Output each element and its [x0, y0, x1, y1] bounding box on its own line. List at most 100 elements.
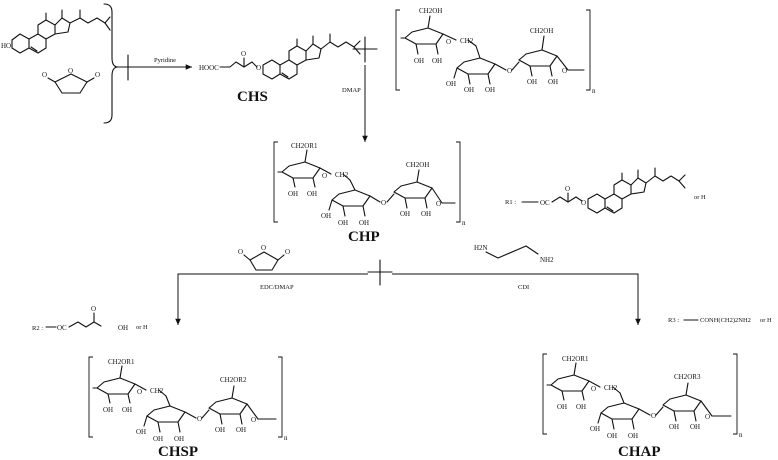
- glycosidic-oxygen-label: O: [562, 67, 567, 75]
- r3-label: R3 :: [668, 317, 679, 324]
- reagent-edc-dmap: EDC/DMAP: [260, 284, 294, 291]
- carbonyl-oxygen-label: O: [565, 185, 570, 193]
- compound-label-chs: CHS: [237, 89, 268, 105]
- bridge-oxygen-label: O: [651, 412, 656, 420]
- compound-label-chap: CHAP: [618, 444, 661, 460]
- hydroxyl-label: OH: [288, 190, 298, 198]
- r3-definition: R3 : CONH(CH2)2NH2 or H: [668, 317, 772, 324]
- hydroxyl-label: OH: [414, 57, 424, 65]
- chap-structure: CH2OR1 OH OH O CH2 OH OH OH O CH2OR3 OH …: [542, 353, 743, 440]
- repeat-index-n: n: [462, 219, 466, 227]
- hooc-label: HOOC: [199, 64, 219, 72]
- chp-structure: CH2OR1 OH OH O CH2 OH OH OH O CH2OH OH O…: [273, 141, 466, 227]
- ch2-label: CH2: [150, 387, 164, 395]
- r3-alternative-h: or H: [760, 317, 772, 324]
- ch2or1-label: CH2OR1: [291, 142, 318, 150]
- reagent-cdi: CDI: [518, 284, 529, 291]
- pullulan-structure: CH2OH OH OH O CH2 OH OH OH O CH2OH OH OH…: [395, 7, 596, 95]
- ch2-label: CH2: [335, 171, 349, 179]
- r3-group: CONH(CH2)2NH2: [700, 317, 751, 324]
- hydroxyl-label: OH: [307, 190, 317, 198]
- hydroxyl-label: OH: [338, 219, 348, 227]
- r2-label: R2 :: [32, 325, 43, 332]
- bridge-oxygen-label: O: [197, 415, 202, 423]
- bridge-oxygen-label: O: [591, 385, 596, 393]
- repeat-index-n: n: [739, 431, 743, 439]
- carbonyl-oxygen-label: O: [42, 71, 47, 79]
- oc-label: OC: [540, 199, 550, 207]
- hydroxyl-label: OH: [464, 86, 474, 94]
- hydroxyl-label: OH: [118, 324, 128, 332]
- hydroxyl-label: OH: [690, 423, 700, 431]
- r2-alternative-h: or H: [136, 324, 148, 331]
- arrow-edc-dmap: [175, 273, 368, 325]
- r2-definition: R2 : OC O OH or H: [32, 305, 148, 332]
- ch2-label: CH2: [604, 384, 618, 392]
- ch2or1-label: CH2OR1: [562, 355, 589, 363]
- ch2oh-label: CH2OH: [406, 161, 429, 169]
- reagent-pyridine: Pyridine: [154, 57, 176, 64]
- ester-oxygen-label: O: [581, 199, 586, 207]
- arrow-cdi: [392, 273, 641, 325]
- bridge-oxygen-label: O: [137, 388, 142, 396]
- ch2or3-label: CH2OR3: [674, 373, 701, 381]
- ethylenediamine-structure: H2N NH2: [474, 244, 554, 264]
- ch2-label: CH2: [460, 37, 474, 45]
- carbonyl-oxygen-label: O: [241, 50, 246, 58]
- ch2or1-label: CH2OR1: [108, 358, 135, 366]
- hydroxyl-label: OH: [153, 435, 163, 443]
- bridge-oxygen-label: O: [507, 67, 512, 75]
- chs-structure: HOOC O O: [199, 33, 361, 80]
- cholesterol-structure: HO: [1, 9, 111, 54]
- hydroxyl-label: OH: [421, 210, 431, 218]
- bridge-oxygen-label: O: [322, 172, 327, 180]
- r1-definition: R1 : OC O O or H: [505, 167, 706, 214]
- repeat-index-n: n: [284, 434, 288, 442]
- plus-sign-3: [367, 259, 393, 286]
- hydroxyl-label: OH: [590, 425, 600, 433]
- hydroxyl-label: HO: [1, 42, 11, 50]
- hydroxyl-label: OH: [136, 428, 146, 436]
- plus-sign-1: [115, 54, 141, 81]
- r1-label: R1 :: [505, 199, 516, 206]
- hydroxyl-label: OH: [174, 435, 184, 443]
- hydroxyl-label: OH: [485, 86, 495, 94]
- bridge-oxygen-label: O: [381, 199, 386, 207]
- repeat-index-n: n: [592, 87, 596, 95]
- carbonyl-oxygen-label: O: [91, 305, 96, 313]
- ring-oxygen-label: O: [261, 244, 266, 252]
- hydroxyl-label: OH: [103, 406, 113, 414]
- r1-alternative-h: or H: [694, 194, 706, 201]
- carbonyl-oxygen-label: O: [285, 248, 290, 256]
- ester-oxygen-label: O: [256, 64, 261, 72]
- ch2oh-label: CH2OH: [530, 27, 553, 35]
- hydroxyl-label: OH: [236, 426, 246, 434]
- reagent-dmap: DMAP: [342, 87, 361, 94]
- hydroxyl-label: OH: [432, 57, 442, 65]
- succinic-anhydride-bottom: O O O: [238, 244, 290, 271]
- plus-sign-2: [352, 36, 378, 63]
- carbonyl-oxygen-label: O: [95, 71, 100, 79]
- hydroxyl-label: OH: [669, 423, 679, 431]
- hydroxyl-label: OH: [557, 403, 567, 411]
- hydroxyl-label: OH: [122, 406, 132, 414]
- glycosidic-oxygen-label: O: [436, 200, 441, 208]
- carbonyl-oxygen-label: O: [238, 248, 243, 256]
- bridge-oxygen-label: O: [446, 38, 451, 46]
- hydroxyl-label: OH: [446, 80, 456, 88]
- hydroxyl-label: OH: [576, 403, 586, 411]
- ring-oxygen-label: O: [68, 67, 73, 75]
- chsp-structure: CH2OR1 OH OH O CH2 OH OH OH O CH2OR2 OH …: [88, 356, 288, 443]
- hydroxyl-label: OH: [215, 426, 225, 434]
- hydroxyl-label: OH: [628, 432, 638, 440]
- h2n-label: H2N: [474, 244, 488, 252]
- oc-label: OC: [57, 324, 67, 332]
- compound-label-chsp: CHSP: [158, 444, 198, 460]
- hydroxyl-label: OH: [548, 78, 558, 86]
- ch2oh-label: CH2OH: [419, 7, 442, 15]
- hydroxyl-label: OH: [359, 219, 369, 227]
- hydroxyl-label: OH: [607, 432, 617, 440]
- compound-label-chp: CHP: [348, 229, 380, 245]
- nh2-label: NH2: [540, 256, 554, 264]
